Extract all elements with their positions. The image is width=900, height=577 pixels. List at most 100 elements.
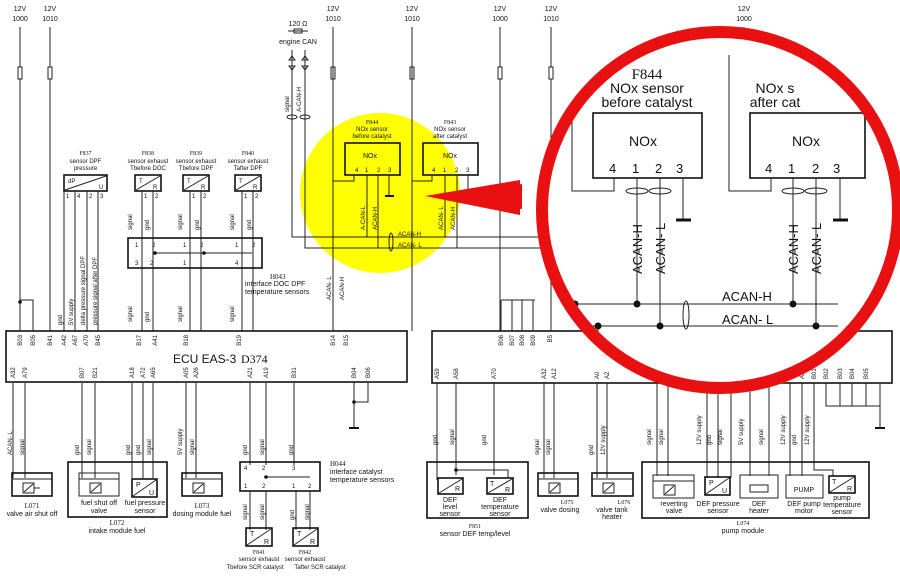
svg-text:2: 2 — [252, 243, 256, 249]
pin-label: A79 — [23, 367, 29, 378]
pin-label: B06 — [499, 334, 505, 345]
wire-label: ACAN- L — [8, 431, 14, 455]
svg-text:interface DOC DPF: interface DOC DPF — [245, 281, 305, 288]
svg-text:1: 1 — [788, 161, 795, 176]
svg-text:R: R — [310, 539, 315, 546]
wire-label: gnd — [75, 445, 81, 455]
svg-text:pump module: pump module — [722, 528, 765, 535]
svg-text:2: 2 — [89, 194, 93, 200]
wire-label: signal — [178, 214, 184, 230]
svg-text:F851: F851 — [469, 524, 481, 530]
svg-text:Tbefore DOC: Tbefore DOC — [130, 166, 166, 172]
pin-label: B14 — [331, 334, 337, 345]
svg-text:fuel shut off: fuel shut off — [81, 500, 117, 507]
svg-text:4: 4 — [432, 168, 436, 174]
svg-text:2: 2 — [203, 194, 207, 200]
svg-text:sensor exhaust: sensor exhaust — [285, 557, 326, 563]
svg-text:valve air shut off: valve air shut off — [7, 511, 58, 518]
sensor-f842: T R F842 sensor exhaust Tafter SCR catal… — [285, 527, 346, 571]
pin-label: B41 — [48, 334, 54, 345]
svg-text:level: level — [443, 504, 458, 511]
svg-text:4: 4 — [244, 466, 248, 472]
svg-text:2: 2 — [377, 168, 381, 174]
fuse-icon — [497, 66, 503, 80]
svg-text:F839: F839 — [190, 151, 202, 157]
pin-label: B45 — [96, 334, 102, 345]
pin-label: B17 — [137, 334, 143, 345]
bus-low-label: ACAN- L — [398, 243, 422, 249]
svg-text:dosing module fuel: dosing module fuel — [173, 511, 232, 518]
svg-text:4: 4 — [765, 161, 772, 176]
wire-label: signal — [260, 439, 266, 455]
svg-text:valve: valve — [91, 508, 107, 515]
pin-label: B21 — [93, 367, 99, 378]
svg-text:1: 1 — [632, 161, 639, 176]
svg-text:4: 4 — [609, 161, 616, 176]
pin-label: A2 — [605, 371, 611, 379]
supply-circuit: 1000 — [736, 16, 752, 23]
svg-text:NOx s: NOx s — [756, 80, 795, 96]
svg-text:T: T — [139, 179, 143, 185]
wire-label: delta pressure signal DPF — [81, 256, 87, 325]
svg-text:T: T — [239, 179, 243, 185]
supply-circuit: 1000 — [492, 16, 508, 23]
valve-l071: L071 valve air shut off — [7, 472, 58, 518]
wire-label: ACAN- L — [327, 276, 333, 300]
svg-text:ACAN-H: ACAN-H — [630, 224, 645, 274]
supply-circuit: 1010 — [325, 16, 341, 23]
pin-label: B02 — [824, 368, 830, 379]
pin-label: B18 — [184, 334, 190, 345]
wire-label: signal — [285, 96, 291, 112]
svg-text:3: 3 — [676, 161, 683, 176]
pin-label: A72 — [141, 367, 147, 378]
svg-text:sensor exhaust: sensor exhaust — [228, 159, 269, 165]
wire-label: signal — [147, 439, 153, 455]
svg-text:temperature sensors: temperature sensors — [330, 477, 395, 484]
svg-text:sensor: sensor — [831, 509, 853, 516]
svg-text:2: 2 — [155, 194, 159, 200]
pin-label: A32 — [542, 368, 548, 379]
svg-text:F843: F843 — [444, 120, 456, 126]
svg-text:L073: L073 — [195, 502, 210, 510]
svg-text:1: 1 — [192, 194, 196, 200]
pin-label: A58 — [454, 368, 460, 379]
wire-label: gnd — [136, 445, 142, 455]
svg-text:R: R — [847, 486, 852, 493]
svg-text:dP: dP — [68, 179, 75, 185]
pin-label: B15 — [344, 334, 350, 345]
svg-text:3: 3 — [833, 161, 840, 176]
svg-text:after catalyst: after catalyst — [433, 134, 467, 140]
svg-text:Tbefore DPF: Tbefore DPF — [179, 166, 214, 172]
svg-text:1: 1 — [144, 194, 148, 200]
svg-text:2: 2 — [255, 194, 259, 200]
wire-label: signal — [535, 439, 541, 455]
svg-text:sensor exhaust: sensor exhaust — [176, 159, 217, 165]
svg-text:4: 4 — [235, 261, 239, 267]
svg-text:F844: F844 — [366, 120, 378, 126]
pin-label: A12 — [552, 368, 558, 379]
svg-text:1: 1 — [183, 243, 187, 249]
svg-text:F841: F841 — [253, 550, 265, 556]
wire-label: 12V supply — [601, 425, 607, 455]
svg-text:after cat: after cat — [750, 94, 801, 110]
svg-text:L076: L076 — [618, 500, 631, 506]
svg-text:heater: heater — [602, 514, 623, 521]
svg-text:sensor: sensor — [134, 508, 156, 515]
svg-text:T: T — [832, 479, 837, 486]
svg-text:pressure: pressure — [74, 166, 98, 172]
svg-text:4: 4 — [355, 168, 359, 174]
svg-text:fuel pressure: fuel pressure — [125, 500, 166, 507]
svg-text:L075: L075 — [561, 500, 574, 506]
wire-label: gnd — [707, 435, 713, 445]
svg-text:before catalyst: before catalyst — [601, 94, 692, 110]
sensor-f851: R TR DEF level sensor DEF temperature se… — [426, 461, 529, 538]
pin-label: A42 — [62, 334, 68, 345]
pin-label: A70 — [492, 368, 498, 379]
magnifier-callout: F844 NOx sensor before catalyst NOx 4 1 … — [425, 26, 900, 394]
ecu-d374: ECU EAS-3 D374 — [5, 299, 408, 429]
